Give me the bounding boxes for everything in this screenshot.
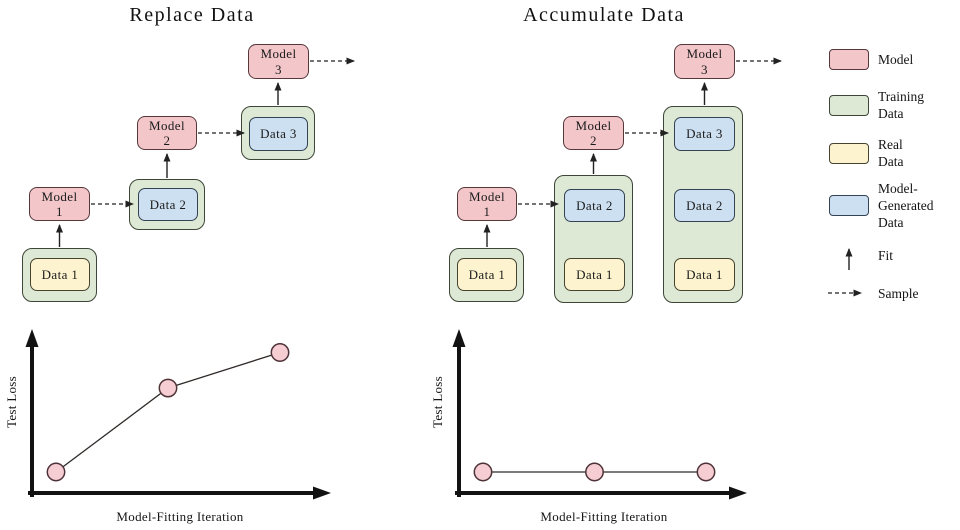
x-axis-arrowhead-icon [729,486,747,500]
accumulate-model-3-box: Model 3 [674,44,735,79]
y-axis-arrowhead-icon [25,329,39,347]
legend-swatch-model [829,49,869,70]
replace-training-set-2: Data 2 [129,179,205,230]
panel-title-accumulate: Accumulate Data [523,4,685,26]
accumulate-training-set-3: Data 3 Data 2 Data 1 [663,106,743,303]
replace-training-set-1: Data 1 [22,248,97,302]
replace-data-3-box: Data 3 [249,117,308,151]
x-axis-arrowhead-icon [313,486,331,500]
legend-swatch-model-generated-data [829,195,869,216]
replace-model-1-box: Model 1 [29,187,90,221]
accumulate-set3-data-3-box: Data 3 [674,117,735,151]
y-axis-arrowhead-icon [452,329,466,347]
replace-data-1-box: Data 1 [30,258,90,291]
loss-plot-accumulate [473,462,716,482]
accumulate-chart-ylabel: Test Loss [430,376,445,428]
replace-model-3-box: Model 3 [248,44,309,79]
legend-label-training-data: Training Data [878,89,925,121]
accumulate-set3-data-2-box: Data 2 [674,189,735,222]
accumulate-training-set-2: Data 2 Data 1 [554,175,633,303]
legend-label-sample: Sample [878,286,919,301]
data-point [158,378,178,398]
accumulate-chart [452,329,747,500]
panel-title-replace: Replace Data [129,4,255,26]
data-point [696,462,716,482]
accumulate-set2-data-1-box: Data 1 [564,258,625,291]
accumulate-model-2-box: Model 2 [563,116,624,150]
accumulate-model-1-box: Model 1 [457,187,517,221]
loss-plot-replace [46,343,290,482]
accumulate-training-set-1: Data 1 [449,248,524,302]
accumulate-chart-xlabel: Model-Fitting Iteration [540,509,668,524]
replace-chart [25,329,331,500]
data-point [270,343,290,362]
legend-swatch-real-data [829,143,869,164]
accumulate-set2-data-2-box: Data 2 [564,189,625,222]
legend-label-model-generated-data: Model- Generated Data [878,181,934,230]
replace-model-2-box: Model 2 [137,116,197,150]
data-point [46,462,66,482]
replace-chart-ylabel: Test Loss [4,376,19,428]
replace-training-set-3: Data 3 [241,106,315,160]
legend-label-real-data: Real Data [878,137,904,169]
legend-label-fit: Fit [878,248,894,263]
legend-label-model: Model [878,52,914,67]
data-point [585,462,604,482]
accumulate-set1-data-1-box: Data 1 [457,258,517,291]
replace-data-2-box: Data 2 [138,188,198,221]
replace-chart-xlabel: Model-Fitting Iteration [116,509,244,524]
legend-swatch-training-data [829,95,869,116]
data-point [473,462,493,482]
loss-curve [55,351,281,473]
accumulate-set3-data-1-box: Data 1 [674,258,735,291]
